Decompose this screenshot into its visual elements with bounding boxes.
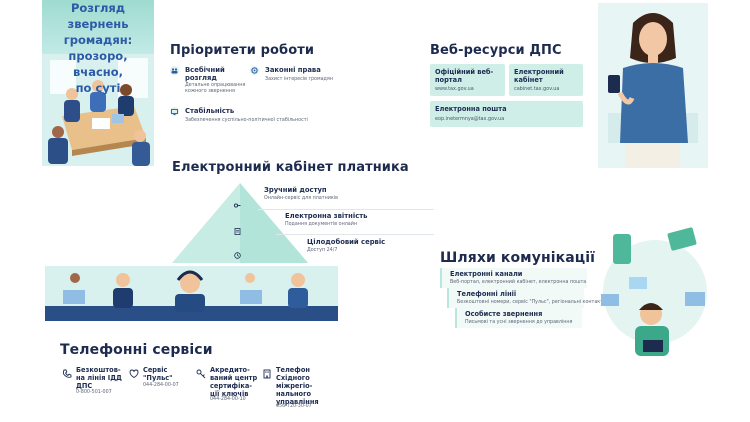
web-resources-title: Веб-ресурси ДПС — [430, 43, 562, 58]
web-card-portal[interactable]: Офіційний веб-портал www.tax.gov.ua — [430, 64, 505, 96]
priority-title: Стабільність — [185, 107, 235, 115]
cabinet-item: Цілодобовий сервіс Доступ 24/7 — [307, 238, 437, 253]
comm-item-desc: Безкоштовні номери, сервіс "Пульс", регі… — [457, 300, 607, 305]
phone-service-title: Телефон Східного міжрегіо- нального упра… — [276, 366, 319, 406]
card-value: eop.inetermnya@tax.gov.ua — [435, 116, 505, 122]
gear-icon — [250, 66, 259, 75]
card-value: cabinet.tax.gov.ua — [514, 86, 560, 92]
phone-icon — [62, 364, 72, 383]
divider — [276, 234, 434, 235]
cabinet-item-desc: Доступ 24/7 — [307, 248, 338, 253]
hero-illustration: Розгляд звернень громадян: прозоро, вчас… — [42, 0, 154, 166]
hero-title: Розгляд звернень громадян: прозоро, вчас… — [63, 1, 133, 95]
communication-title: Шляхи комунікації — [440, 250, 596, 266]
call-center-illustration — [45, 266, 338, 321]
card-title: Офіційний веб-портал — [435, 68, 494, 84]
priority-desc: Забезпечення суспільно-політичної стабіл… — [185, 118, 308, 123]
comm-item-desc: Письмові та усні звернення до управління — [465, 320, 573, 325]
comm-item: Електронні канали Веб-портал, електронни… — [440, 268, 587, 288]
cabinet-pyramid — [172, 183, 308, 263]
clock-icon — [234, 244, 241, 263]
people-icon — [170, 66, 179, 75]
key-icon — [233, 194, 241, 213]
woman-illustration — [598, 3, 708, 168]
cabinet-item-desc: Онлайн-сервіс для платників — [264, 196, 338, 201]
comm-item: Особисте звернення Письмові та усні звер… — [455, 308, 582, 328]
phone-service-number[interactable]: 044-284-00-10 — [210, 397, 246, 402]
web-card-cabinet[interactable]: Електронний кабінет cabinet.tax.gov.ua — [509, 64, 583, 96]
pulse-icon — [129, 364, 139, 383]
phone-service-title: Сервіс "Пульс" — [143, 366, 173, 382]
card-title: Електронний кабінет — [514, 68, 564, 84]
cabinet-title: Електронний кабінет платника — [172, 160, 409, 175]
phone-service-title: Безкоштов- на лінія ІДД ДПС — [76, 366, 122, 390]
key-icon — [196, 364, 206, 383]
communication-illustration — [593, 222, 710, 362]
cabinet-item: Електронна звітність Подання документів … — [285, 212, 435, 227]
comm-item-title: Телефонні лінії — [457, 290, 517, 298]
comm-item-title: Електронні канали — [450, 270, 523, 278]
phone-services-title: Телефонні сервіси — [60, 342, 213, 358]
card-value: www.tax.gov.ua — [435, 86, 474, 92]
phone-service-number[interactable]: 044-284-00-07 — [143, 383, 179, 388]
priority-desc: Захист інтересів громадян — [265, 77, 333, 82]
meeting-illustration — [42, 54, 154, 166]
web-card-email[interactable]: Електронна пошта eop.inetermnya@tax.gov.… — [430, 101, 583, 127]
cabinet-item-title: Електронна звітність — [285, 212, 368, 220]
phone-service-number[interactable]: 056-720-30-07 — [276, 404, 312, 409]
cabinet-item-desc: Подання документів онлайн — [285, 222, 357, 227]
priority-title: Всебічний розгляд — [185, 66, 225, 82]
monitor-icon — [170, 107, 179, 116]
phone-service-title: Акредито- ваний центр сертифіка- ції клю… — [210, 366, 258, 398]
priority-title: Законні права — [265, 66, 321, 74]
cabinet-item: Зручний доступ Онлайн-сервіс для платник… — [264, 186, 434, 201]
building-icon — [262, 364, 272, 383]
cabinet-item-title: Цілодобовий сервіс — [307, 238, 386, 246]
document-icon — [234, 220, 241, 239]
priorities-title: Пріоритети роботи — [170, 43, 315, 58]
comm-item-desc: Веб-портал, електронний кабінет, електро… — [450, 280, 587, 285]
divider — [258, 209, 434, 210]
comm-item: Телефонні лінії Безкоштовні номери, серв… — [447, 288, 606, 308]
comm-item-title: Особисте звернення — [465, 310, 543, 318]
card-title: Електронна пошта — [435, 105, 507, 113]
phone-service-number[interactable]: 0-800-501-007 — [76, 390, 112, 395]
cabinet-item-title: Зручний доступ — [264, 186, 327, 194]
priority-desc: Детальне опрацювання кожного звернення — [185, 83, 246, 94]
